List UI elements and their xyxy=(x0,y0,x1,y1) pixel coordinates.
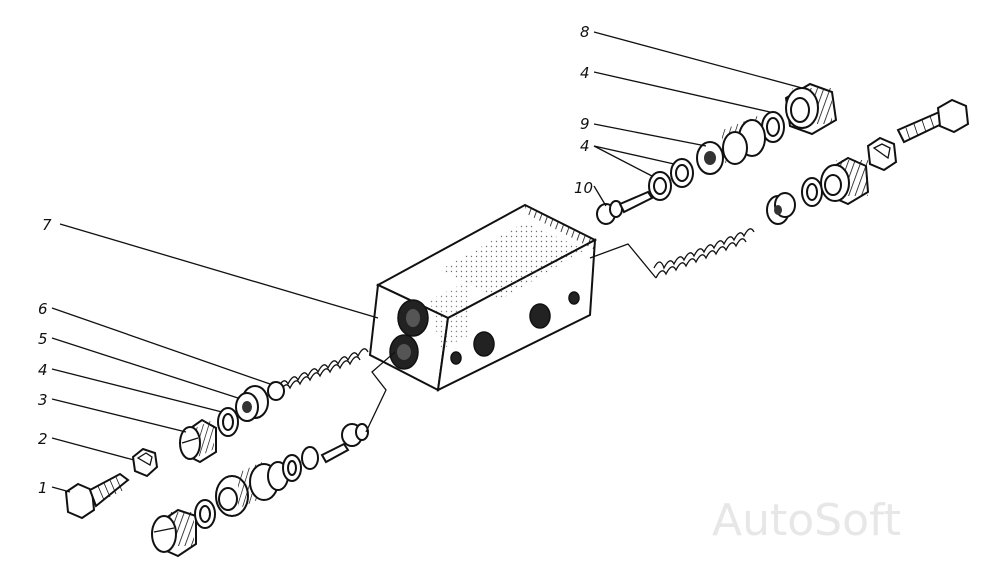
leader-lines xyxy=(51,31,803,493)
callout-7: 7 xyxy=(42,216,52,234)
callout-10: 10 xyxy=(574,179,593,197)
callout-6: 6 xyxy=(38,300,48,318)
washer-4-lower xyxy=(217,407,239,437)
callout-4-pair: 4 xyxy=(580,137,590,155)
right-plug-assembly xyxy=(766,98,970,225)
callout-1: 1 xyxy=(38,479,48,497)
bolt-1 xyxy=(64,472,130,520)
watermark-text: AutoSoft xyxy=(712,495,901,546)
callout-2: 2 xyxy=(38,430,48,448)
callout-5: 5 xyxy=(38,330,48,348)
valve-9 xyxy=(696,114,766,175)
screw-10 xyxy=(596,190,654,225)
callout-4-top: 4 xyxy=(580,64,590,82)
spring-right xyxy=(653,228,755,279)
callout-4-lower: 4 xyxy=(38,361,48,379)
valve-disc-6 xyxy=(235,381,285,422)
callout-8: 8 xyxy=(580,23,590,41)
connector-line-right xyxy=(589,243,657,279)
valve-body xyxy=(368,203,598,392)
washers-4-pair xyxy=(648,158,694,201)
threaded-plug-3 xyxy=(179,418,217,464)
callout-9: 9 xyxy=(580,115,590,133)
lower-plug-assembly xyxy=(151,351,396,558)
nut-2 xyxy=(131,447,159,478)
callout-3: 3 xyxy=(38,391,48,409)
threaded-plug-8 xyxy=(784,82,838,136)
washer-4-top xyxy=(761,111,785,143)
spring-upper-left xyxy=(267,348,369,397)
